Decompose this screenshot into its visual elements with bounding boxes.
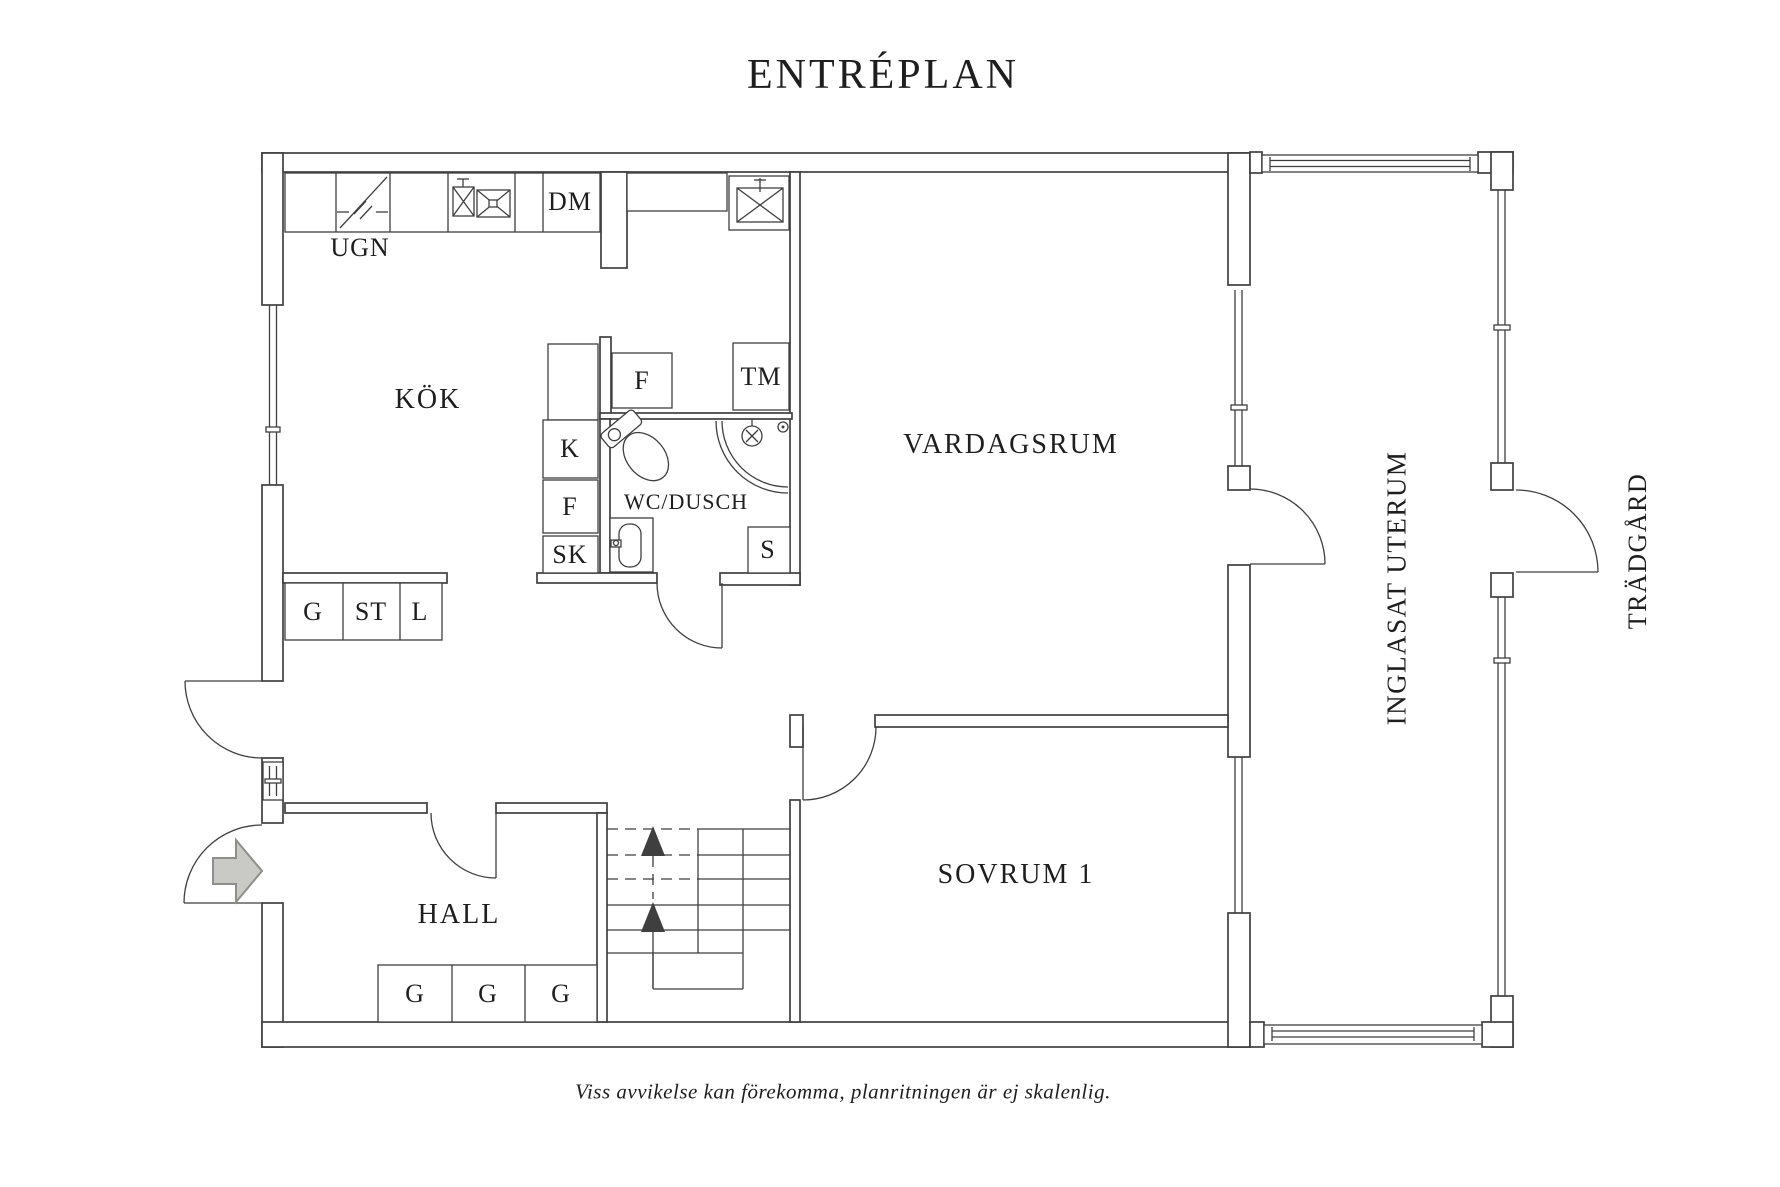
window-vardagsrum-east — [1230, 290, 1248, 466]
kitchen-exterior-door — [184, 680, 263, 759]
disclaimer-text: Viss avvikelse kan förekomma, planritnin… — [575, 1079, 1111, 1104]
room-label-uterum: INGLASAT UTERUM — [1381, 450, 1412, 726]
window-conservatory-south — [1263, 1024, 1483, 1045]
room-label-kok: KÖK — [394, 384, 462, 415]
laundry-appliances — [611, 342, 790, 411]
shower-icon — [715, 419, 789, 494]
window-conservatory-north — [1261, 154, 1479, 173]
entry-door — [183, 824, 263, 904]
toilet-icon — [600, 409, 670, 482]
kitchen-cabinets — [284, 343, 599, 641]
stove-icon — [337, 176, 388, 229]
fixture-label-sk: SK — [552, 540, 588, 569]
room-label-sovrum: SOVRUM 1 — [937, 859, 1095, 890]
staircase — [607, 826, 790, 990]
garden-door — [1515, 489, 1599, 573]
hall-wardrobes — [377, 964, 598, 1023]
conservatory-walls — [1249, 151, 1514, 1048]
fixture-label-f1: F — [634, 366, 650, 395]
fixture-label-ugn: UGN — [330, 233, 390, 262]
fixture-label-l: L — [411, 597, 429, 626]
page-title: ENTRÉPLAN — [747, 52, 1019, 98]
window-conservatory-east-lower — [1493, 597, 1511, 996]
area-label-tradgard: TRÄDGÅRD — [1623, 472, 1652, 630]
bathroom-cabinet — [747, 526, 791, 574]
room-label-vardagsrum: VARDAGSRUM — [903, 429, 1119, 460]
room-label-hall: HALL — [417, 899, 501, 930]
fixture-label-g2: G — [405, 979, 425, 1008]
window-conservatory-east-upper — [1493, 190, 1511, 463]
fixture-label-g1: G — [303, 597, 323, 626]
stairs-up-arrow-icon — [641, 826, 665, 988]
entry-arrow-icon — [212, 837, 264, 905]
exterior-walls — [261, 152, 1251, 1048]
fixture-label-dm: DM — [548, 187, 592, 216]
bathroom-fixtures — [600, 409, 791, 574]
fixture-label-f2: F — [562, 492, 578, 521]
interior-walls — [282, 171, 1229, 1023]
washbasin-icon — [609, 517, 654, 573]
window-sovrum-east — [1234, 757, 1243, 913]
fixture-label-s: S — [760, 535, 776, 564]
bedroom-door — [802, 726, 877, 801]
fixture-label-g4: G — [551, 979, 571, 1008]
window-kitchen-west — [265, 305, 281, 485]
fixture-label-st: ST — [354, 597, 388, 626]
fixture-label-g3: G — [478, 979, 498, 1008]
hall-door — [430, 812, 497, 879]
room-label-wc-dusch: WC/DUSCH — [623, 489, 749, 514]
kitchen-sink-icon — [452, 178, 511, 218]
laundry-sink-icon — [728, 175, 790, 231]
fixture-label-tm: TM — [740, 362, 782, 391]
conservatory-door — [1249, 488, 1326, 565]
window-hall-west-small — [262, 761, 284, 801]
kitchen-counter — [284, 172, 790, 233]
wc-door — [656, 582, 723, 649]
fixture-label-k: K — [560, 434, 580, 463]
